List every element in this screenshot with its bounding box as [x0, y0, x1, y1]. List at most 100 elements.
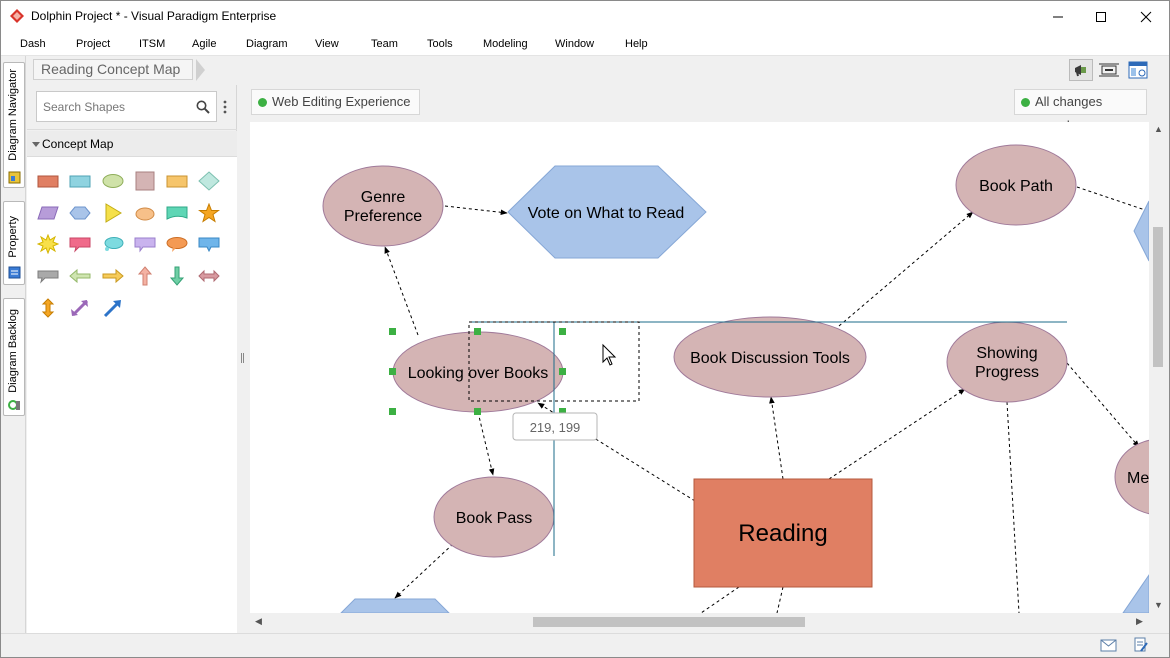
- node-reading[interactable]: Reading: [693, 478, 873, 588]
- tab-diagram-backlog-label: Diagram Backlog: [7, 309, 19, 393]
- node-book-discussion-tools[interactable]: Book Discussion Tools: [673, 316, 867, 398]
- shape-callout-cloud-cyan[interactable]: [102, 234, 124, 254]
- tab-property[interactable]: Property: [3, 201, 25, 285]
- menu-diagram[interactable]: Diagram: [246, 38, 288, 50]
- connector-looking-genre[interactable]: [384, 246, 419, 336]
- announcement-button[interactable]: [1069, 59, 1093, 81]
- horizontal-scroll-thumb[interactable]: [533, 617, 805, 627]
- shape-arrow-up-down-orange[interactable]: [37, 298, 59, 318]
- maximize-button[interactable]: [1078, 1, 1124, 32]
- connector-reading-down-left[interactable]: [700, 586, 740, 613]
- shape-arrow-left-right-pink[interactable]: [198, 266, 220, 286]
- menu-window[interactable]: Window: [555, 38, 595, 50]
- mail-icon[interactable]: [1100, 639, 1117, 652]
- shape-callout-pink[interactable]: [69, 234, 91, 254]
- search-input[interactable]: [43, 98, 193, 116]
- node-book-pass[interactable]: Book Pass: [433, 476, 555, 558]
- shape-arrow-up-pink[interactable]: [134, 266, 156, 286]
- scroll-up-icon[interactable]: ▲: [1154, 124, 1163, 134]
- menu-modeling[interactable]: Modeling: [483, 38, 528, 50]
- connectors: [384, 186, 1149, 613]
- menu-itsm[interactable]: ITSM: [139, 38, 166, 50]
- shape-arrow-diagonal-blue[interactable]: [102, 298, 124, 318]
- panel-divider: [27, 129, 237, 130]
- shape-arrow-down-teal[interactable]: [166, 266, 188, 286]
- shape-hexagon-blue[interactable]: [69, 203, 91, 223]
- connector-showing-down[interactable]: [1006, 401, 1020, 613]
- horizontal-scrollbar[interactable]: ◀ ▶: [250, 613, 1149, 631]
- shape-arrow-right-yellow[interactable]: [102, 266, 124, 286]
- shape-callout-blue[interactable]: [198, 234, 220, 254]
- shape-cloud-orange[interactable]: [134, 203, 156, 223]
- connector-reading-showing[interactable]: [828, 388, 966, 480]
- node-partial-hexagon-right[interactable]: [1133, 200, 1149, 262]
- tab-diagram-navigator[interactable]: Diagram Navigator: [3, 62, 25, 188]
- menu-tools[interactable]: Tools: [427, 38, 453, 50]
- menu-team[interactable]: Team: [371, 38, 398, 50]
- selection-handles[interactable]: [389, 328, 566, 415]
- connector-bookpath-right[interactable]: [1076, 186, 1149, 213]
- node-genre-preference[interactable]: Genre Preference: [322, 165, 444, 247]
- shape-ellipse-green[interactable]: [102, 171, 124, 191]
- vertical-scrollbar[interactable]: ▲ ▼: [1149, 122, 1167, 613]
- shape-rectangle-red[interactable]: [37, 171, 59, 191]
- node-partial-hexagon-bottom-right[interactable]: [1122, 574, 1149, 613]
- shape-callout-purple[interactable]: [134, 234, 156, 254]
- connector-bookpass-down[interactable]: [394, 543, 454, 599]
- node-looking-over-books[interactable]: Looking over Books: [392, 331, 564, 413]
- shape-palette: [27, 157, 237, 633]
- node-discussion-label: Book Discussion Tools: [690, 350, 850, 367]
- tab-property-label: Property: [7, 216, 19, 258]
- scroll-left-icon[interactable]: ◀: [255, 616, 262, 626]
- shape-banner-teal[interactable]: [166, 203, 188, 223]
- diagram-canvas[interactable]: Genre Preference Vote on What to Read Bo…: [250, 122, 1149, 613]
- category-header[interactable]: Concept Map: [27, 131, 237, 157]
- shape-callout-oval-orange[interactable]: [166, 234, 188, 254]
- shape-triangle-yellow[interactable]: [102, 203, 124, 223]
- connector-reading-discussion[interactable]: [769, 396, 784, 480]
- splitter-grip[interactable]: [241, 353, 244, 363]
- shape-diamond-teal[interactable]: [198, 171, 220, 191]
- shape-parallelogram-purple[interactable]: [37, 203, 59, 223]
- node-vote-on-what-to-read[interactable]: Vote on What to Read: [507, 165, 707, 259]
- menu-agile[interactable]: Agile: [192, 38, 217, 50]
- shape-rectangle-orange[interactable]: [166, 171, 188, 191]
- node-partial-me[interactable]: Me: [1114, 439, 1149, 515]
- connector-reading-looking[interactable]: [537, 402, 696, 502]
- close-button[interactable]: [1123, 1, 1169, 32]
- minimize-button[interactable]: [1035, 1, 1081, 32]
- fit-page-button[interactable]: [1097, 59, 1121, 81]
- shape-arrow-left-green[interactable]: [69, 266, 91, 286]
- connector-discussion-bookpath[interactable]: [838, 211, 974, 327]
- breadcrumb[interactable]: Reading Concept Map: [33, 59, 194, 80]
- connector-reading-down[interactable]: [776, 586, 784, 613]
- menu-help[interactable]: Help: [625, 38, 648, 50]
- scroll-down-icon[interactable]: ▼: [1154, 600, 1163, 610]
- vertical-scroll-thumb[interactable]: [1153, 227, 1163, 367]
- shape-square-pink[interactable]: [134, 171, 156, 191]
- scroll-right-icon[interactable]: ▶: [1136, 616, 1143, 626]
- connector-showing-me[interactable]: [1066, 362, 1140, 448]
- shape-burst-yellow[interactable]: [37, 234, 59, 254]
- editing-status-text: Web Editing Experience: [272, 94, 411, 109]
- document-edit-icon[interactable]: [1134, 637, 1148, 653]
- tab-diagram-backlog[interactable]: Diagram Backlog: [3, 298, 25, 416]
- shape-arrow-diagonal-purple[interactable]: [69, 298, 91, 318]
- diagram-svg[interactable]: Genre Preference Vote on What to Read Bo…: [250, 122, 1149, 613]
- panel-splitter[interactable]: [237, 85, 249, 633]
- connector-looking-bookpass[interactable]: [477, 411, 495, 476]
- search-icon[interactable]: [196, 100, 210, 114]
- shape-rectangle-cyan[interactable]: [69, 171, 91, 191]
- layout-button[interactable]: [1126, 59, 1150, 81]
- menu-project[interactable]: Project: [76, 38, 111, 50]
- shape-star-orange[interactable]: [198, 203, 220, 223]
- menu-view[interactable]: View: [315, 38, 339, 50]
- more-options-icon[interactable]: [223, 100, 227, 114]
- node-showing-progress[interactable]: Showing Progress: [946, 321, 1068, 403]
- connector-genre-vote[interactable]: [444, 205, 508, 216]
- shape-callout-gray[interactable]: [37, 266, 59, 286]
- menu-dash[interactable]: Dash: [20, 38, 46, 50]
- node-book-path[interactable]: Book Path: [955, 144, 1077, 226]
- node-partial-hexagon-bottom[interactable]: [340, 598, 450, 613]
- node-book-path-label: Book Path: [979, 178, 1053, 195]
